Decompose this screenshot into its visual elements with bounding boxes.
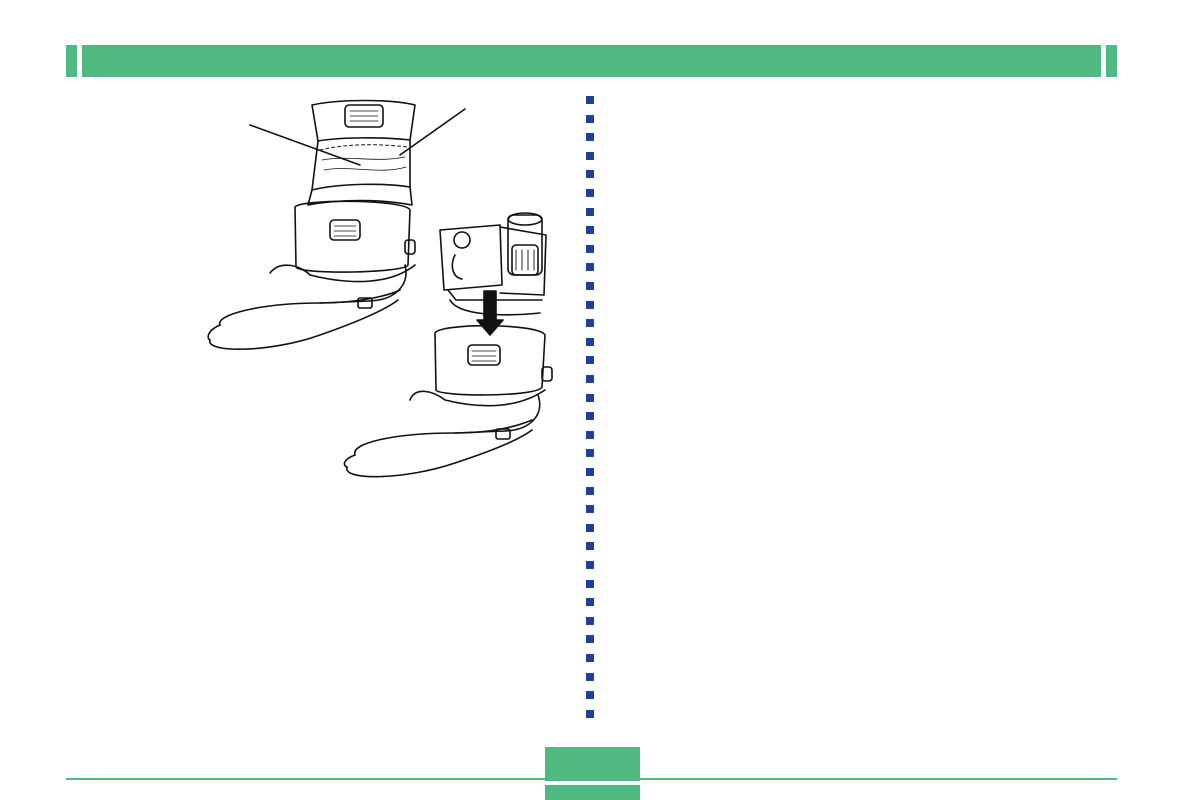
divider-dot — [586, 430, 594, 439]
case-with-camera-icon — [343, 212, 553, 478]
divider-dot — [586, 244, 594, 253]
divider-dot — [586, 635, 594, 644]
divider-dot — [586, 356, 594, 365]
divider-dot — [586, 375, 594, 383]
divider-dot — [586, 337, 594, 346]
divider-dot — [586, 598, 594, 607]
divider-dot — [586, 226, 594, 235]
divider-dot — [586, 561, 594, 569]
header-bar-main — [82, 45, 1101, 77]
divider-dot — [586, 468, 594, 476]
divider-dot — [586, 393, 594, 402]
header-bar-right-cap — [1106, 45, 1117, 77]
open-case-empty-icon — [207, 99, 466, 350]
divider-dot — [586, 151, 594, 160]
divider-dot — [586, 523, 594, 532]
divider-dot — [586, 282, 594, 290]
page-tab-gap — [545, 781, 640, 785]
divider-dot — [586, 542, 594, 551]
divider-dot — [586, 579, 594, 588]
camera-soft-case-icon — [207, 99, 553, 478]
page-number-tab — [545, 747, 640, 800]
header-bar — [66, 45, 1117, 77]
divider-dot — [586, 486, 594, 495]
divider-dot — [586, 189, 594, 197]
divider-dot — [586, 207, 594, 216]
divider-dot — [586, 709, 594, 718]
divider-dot — [586, 654, 594, 662]
divider-dot — [586, 114, 594, 123]
divider-dot — [586, 170, 594, 179]
divider-dot — [586, 616, 594, 625]
divider-dot — [586, 505, 594, 514]
divider-dot — [586, 133, 594, 142]
header-bar-left-cap — [66, 45, 77, 77]
divider-dot — [586, 449, 594, 458]
divider-dot — [586, 300, 594, 309]
divider-dot — [586, 263, 594, 272]
divider-dot — [586, 319, 594, 328]
divider-dot — [586, 691, 594, 700]
divider-dot — [586, 412, 594, 421]
divider-dot — [586, 672, 594, 681]
divider-dot — [586, 96, 594, 104]
dotted-column-divider — [586, 96, 596, 736]
